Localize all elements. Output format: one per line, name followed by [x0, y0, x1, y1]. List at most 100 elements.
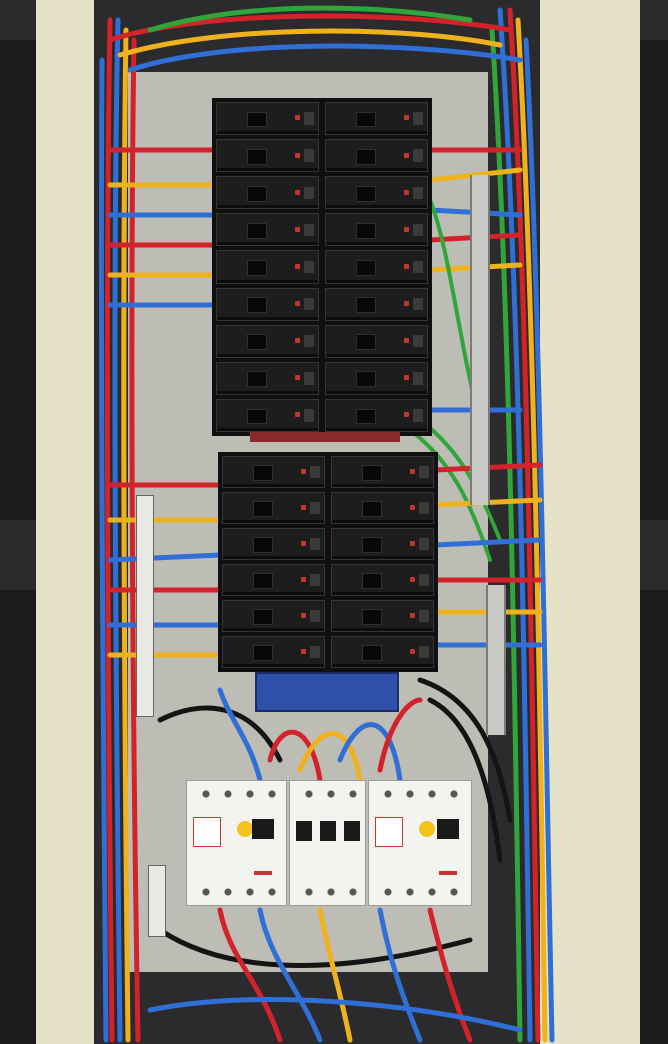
wire [507, 7, 541, 1043]
wire [98, 57, 109, 1043]
breaker-handle[interactable] [362, 537, 383, 553]
test-button[interactable] [237, 821, 253, 837]
breaker[interactable] [216, 139, 319, 173]
breaker[interactable] [216, 324, 319, 358]
breaker-handle[interactable] [362, 465, 383, 481]
breaker-handle[interactable] [356, 148, 377, 165]
breaker-handle[interactable] [247, 260, 268, 276]
breaker[interactable] [216, 176, 319, 210]
breaker-indicator [409, 649, 415, 654]
breaker-label-tag [419, 466, 429, 478]
breaker-handle[interactable] [356, 408, 377, 425]
wire [257, 907, 323, 1043]
breaker-indicator [300, 577, 306, 582]
terminal-strip-left-lower [148, 865, 166, 937]
mcb-toggle[interactable] [319, 821, 336, 841]
breaker[interactable] [222, 564, 325, 596]
breaker-handle[interactable] [247, 148, 268, 165]
breaker-handle[interactable] [253, 645, 274, 661]
wire [112, 17, 123, 1043]
breaker[interactable] [325, 287, 428, 321]
breaker-label-tag [304, 409, 314, 422]
upper-breaker-bank [212, 98, 432, 436]
breaker-handle[interactable] [247, 185, 268, 202]
trip-indicator [439, 871, 458, 875]
wire [157, 927, 473, 968]
breaker-handle[interactable] [253, 537, 274, 553]
breaker-indicator [403, 152, 409, 158]
rcd-left [186, 780, 287, 906]
breaker[interactable] [325, 398, 428, 432]
breaker-handle[interactable] [362, 609, 383, 625]
breaker[interactable] [216, 213, 319, 247]
breaker-handle[interactable] [247, 111, 268, 128]
terminal-screws [195, 789, 278, 799]
breaker-handle[interactable] [247, 297, 268, 313]
breaker-label-tag [413, 409, 423, 422]
breaker[interactable] [325, 139, 428, 173]
breaker-handle[interactable] [356, 334, 377, 351]
breaker-handle[interactable] [247, 408, 268, 425]
breaker[interactable] [325, 102, 428, 136]
breaker-handle[interactable] [362, 573, 383, 589]
breaker-label-tag [413, 112, 423, 125]
breaker[interactable] [331, 492, 434, 524]
breaker[interactable] [216, 361, 319, 395]
breaker[interactable] [216, 398, 319, 432]
breaker-handle[interactable] [253, 501, 274, 517]
mcb-toggle[interactable] [295, 821, 312, 841]
breaker-indicator [300, 541, 306, 546]
wire [427, 697, 503, 863]
breaker-indicator [294, 152, 300, 158]
breaker-indicator [300, 649, 306, 654]
breaker[interactable] [325, 176, 428, 210]
breaker-label-tag [304, 297, 314, 311]
breaker-handle[interactable] [247, 371, 268, 388]
breaker-handle[interactable] [356, 297, 377, 313]
breaker[interactable] [222, 528, 325, 560]
wire [523, 37, 555, 1043]
breaker-label-tag [413, 334, 423, 348]
breaker[interactable] [331, 636, 434, 668]
breaker[interactable] [216, 250, 319, 284]
breaker[interactable] [325, 213, 428, 247]
breaker[interactable] [222, 492, 325, 524]
breaker-handle[interactable] [362, 645, 383, 661]
breaker-indicator [294, 115, 300, 121]
breaker-indicator [409, 505, 415, 510]
breaker-label-tag [304, 260, 314, 274]
breaker[interactable] [325, 361, 428, 395]
test-button[interactable] [418, 821, 435, 837]
main-busbar-connector [255, 672, 399, 712]
mcb-toggle[interactable] [343, 821, 360, 841]
breaker-handle[interactable] [356, 260, 377, 276]
breaker[interactable] [216, 287, 319, 321]
breaker-handle[interactable] [247, 223, 268, 239]
breaker[interactable] [331, 564, 434, 596]
breaker[interactable] [222, 636, 325, 668]
wire [157, 705, 283, 763]
breaker[interactable] [325, 250, 428, 284]
rcd-toggle[interactable] [251, 819, 274, 839]
breaker-handle[interactable] [253, 609, 274, 625]
breaker-handle[interactable] [247, 334, 268, 351]
trip-indicator [253, 871, 272, 875]
breaker[interactable] [222, 456, 325, 488]
breaker-handle[interactable] [356, 185, 377, 202]
breaker-label-tag [419, 646, 429, 658]
breaker-handle[interactable] [362, 501, 383, 517]
rcd-toggle[interactable] [437, 819, 460, 839]
breaker-handle[interactable] [253, 465, 274, 481]
breaker[interactable] [331, 600, 434, 632]
breaker[interactable] [216, 102, 319, 136]
breaker-handle[interactable] [356, 223, 377, 239]
breaker[interactable] [331, 528, 434, 560]
breaker-label-tag [304, 149, 314, 162]
breaker[interactable] [222, 600, 325, 632]
breaker[interactable] [331, 456, 434, 488]
breaker[interactable] [325, 324, 428, 358]
breaker-handle[interactable] [356, 111, 377, 128]
breaker-handle[interactable] [356, 371, 377, 388]
din-rail-upper [250, 432, 400, 442]
breaker-handle[interactable] [253, 573, 274, 589]
